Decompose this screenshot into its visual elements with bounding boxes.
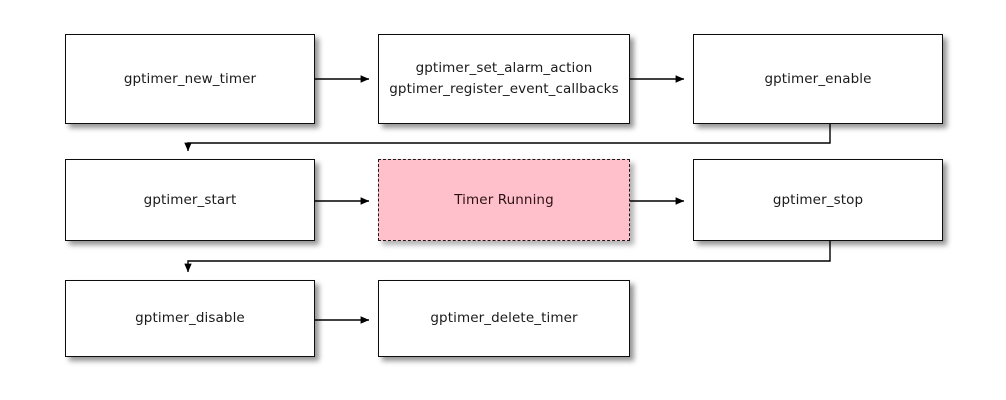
node-gptimer-disable[interactable]: gptimer_disable: [65, 280, 315, 357]
node-gptimer-new-timer[interactable]: gptimer_new_timer: [65, 34, 315, 124]
node-timer-running[interactable]: Timer Running: [378, 159, 630, 241]
connector-enable-to-start: [184, 124, 831, 152]
node-gptimer-enable[interactable]: gptimer_enable: [693, 34, 943, 124]
node-label: gptimer_start: [143, 191, 237, 208]
node-gptimer-set-alarm-action[interactable]: gptimer_set_alarm_action gptimer_registe…: [378, 34, 630, 124]
connector-stop-to-disable: [184, 241, 831, 273]
node-label: gptimer_new_timer: [123, 70, 257, 87]
node-label-line-2: gptimer_register_event_callbacks: [389, 81, 619, 97]
node-gptimer-delete-timer[interactable]: gptimer_delete_timer: [378, 280, 630, 357]
node-gptimer-stop[interactable]: gptimer_stop: [693, 159, 943, 241]
node-label: Timer Running: [454, 191, 554, 208]
node-label: gptimer_disable: [135, 310, 245, 327]
node-label-line-1: gptimer_set_alarm_action: [415, 60, 593, 77]
node-label: gptimer_delete_timer: [430, 310, 578, 327]
node-label: gptimer_stop: [772, 191, 864, 208]
node-gptimer-start[interactable]: gptimer_start: [65, 159, 315, 241]
node-label: gptimer_enable: [764, 70, 872, 87]
